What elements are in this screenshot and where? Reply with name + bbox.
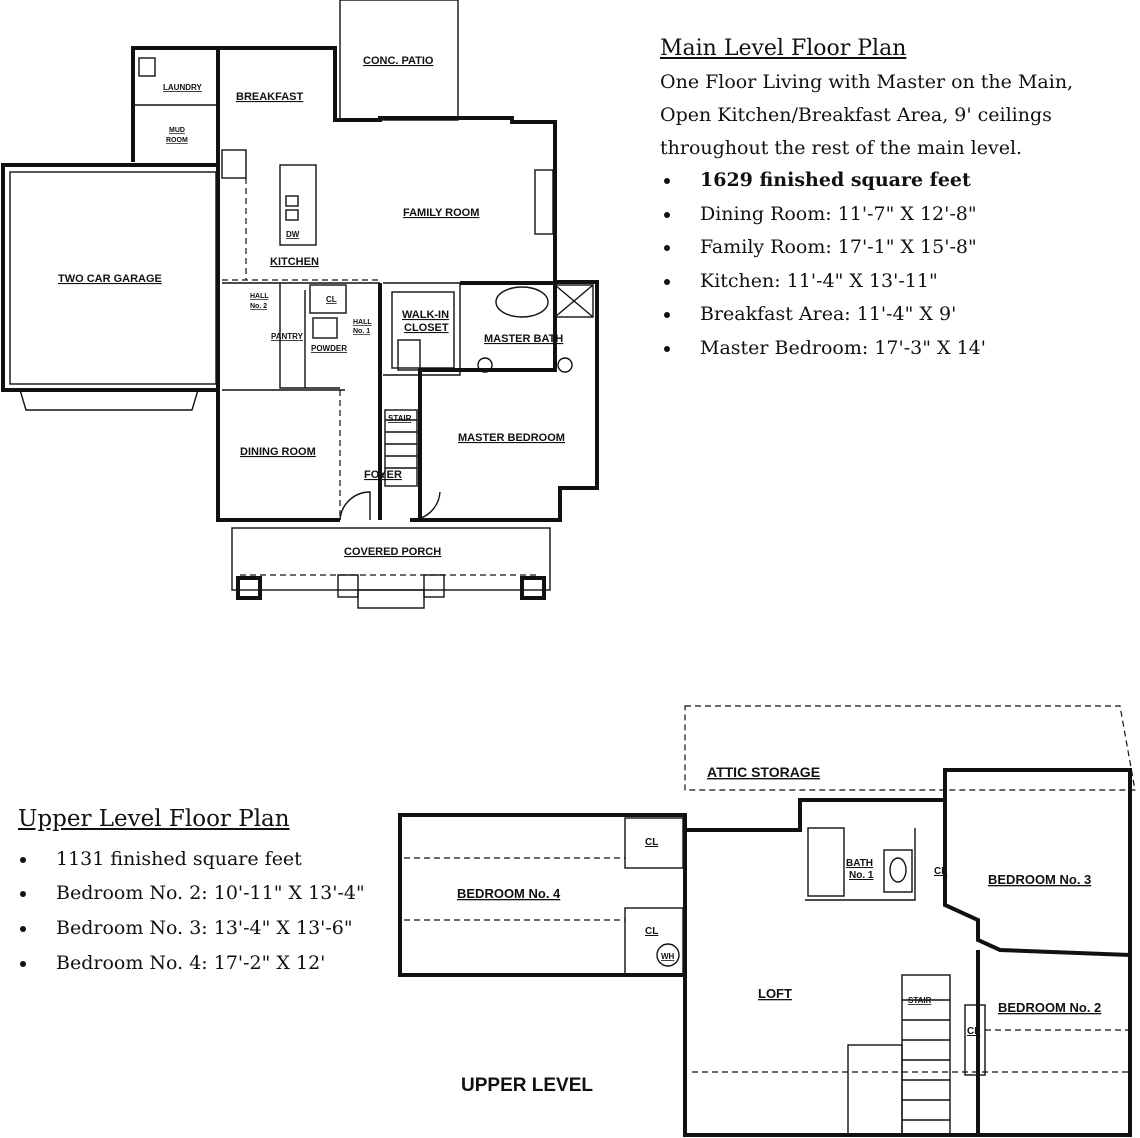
kitchen-label: KITCHEN	[270, 256, 319, 268]
main-spec-kitchen: Kitchen: 11'-4" X 13'-11"	[664, 270, 938, 292]
closet-upper-3-label: CL	[934, 866, 947, 877]
covered-porch-label: COVERED PORCH	[344, 546, 441, 558]
walk-in-label: WALK-IN	[402, 309, 449, 321]
laundry-label: LAUNDRY	[163, 83, 202, 92]
upper-level-plan	[398, 705, 1136, 1137]
upper-spec-sqft: 1131 finished square feet	[20, 848, 302, 870]
powder-label: POWDER	[311, 344, 347, 353]
foyer-label: FOYER	[364, 469, 402, 481]
bath-1-number: No. 1	[849, 870, 874, 881]
upper-shell	[683, 768, 1132, 1137]
closet-label-main: CL	[326, 295, 337, 304]
upper-level-title: Upper Level Floor Plan	[18, 806, 290, 832]
upper-spec-bedroom3: Bedroom No. 3: 13'-4" X 13'-6"	[20, 917, 353, 939]
conc-patio-label: CONC. PATIO	[363, 55, 434, 67]
bedroom-3-label: BEDROOM No. 3	[988, 872, 1091, 887]
main-desc-line-1: One Floor Living with Master on the Main…	[660, 71, 1074, 93]
main-shell-top	[218, 46, 557, 282]
dining-room-label: DINING ROOM	[240, 446, 316, 458]
loft-label: LOFT	[758, 986, 792, 1001]
main-shell-right	[410, 280, 599, 522]
garage-label: TWO CAR GARAGE	[58, 273, 162, 285]
mud-label: MUD	[169, 127, 185, 134]
stair-label-main: STAIR	[388, 414, 412, 423]
breakfast-label: BREAKFAST	[236, 91, 304, 103]
bullet-icon	[664, 178, 670, 184]
hall-1-label: HALL	[353, 319, 372, 326]
stair-label-upper: STAIR	[908, 996, 932, 1005]
dishwasher-label: DW	[286, 230, 300, 239]
master-bath-label: MASTER BATH	[484, 333, 563, 345]
main-desc-line-3: throughout the rest of the main level.	[660, 137, 1023, 159]
water-heater-label: WH	[661, 952, 675, 961]
main-level-title: Main Level Floor Plan	[660, 36, 907, 61]
pantry-label: PANTRY	[271, 332, 304, 341]
family-room-label: FAMILY ROOM	[403, 207, 479, 219]
main-level-plan	[1, 0, 599, 609]
attic-outline	[684, 705, 1136, 791]
bullet-icon	[664, 312, 670, 318]
closet-upper-1-label: CL	[645, 837, 658, 848]
attic-storage-label: ATTIC STORAGE	[707, 764, 820, 780]
main-spec-breakfast: Breakfast Area: 11'-4" X 9'	[664, 303, 956, 325]
hall-1-number: No. 1	[353, 328, 370, 335]
upper-spec-bedroom4: Bedroom No. 4: 17'-2" X 12'	[20, 952, 325, 974]
closet-label: CLOSET	[404, 322, 449, 334]
bullet-icon	[664, 279, 670, 285]
bedroom4-walls	[398, 813, 687, 977]
bedroom-2-label: BEDROOM No. 2	[998, 1000, 1101, 1015]
closet-upper-4-label: CL	[967, 1026, 980, 1037]
main-spec-dining: Dining Room: 11'-7" X 12'-8"	[664, 203, 977, 225]
hall-2-label: HALL	[250, 293, 269, 300]
bedroom-4-label: BEDROOM No. 4	[457, 886, 561, 901]
main-level-description: One Floor Living with Master on the Main…	[660, 66, 1073, 165]
bullet-icon	[664, 346, 670, 352]
main-spec-master: Master Bedroom: 17'-3" X 14'	[664, 337, 986, 359]
bath-1-label: BATH	[846, 858, 873, 869]
bullet-icon	[20, 891, 26, 897]
bullet-icon	[664, 212, 670, 218]
main-shell-left	[216, 48, 340, 522]
master-bedroom-label: MASTER BEDROOM	[458, 432, 565, 444]
bullet-icon	[664, 245, 670, 251]
bullet-icon	[20, 857, 26, 863]
bullet-icon	[20, 961, 26, 967]
bullet-icon	[20, 926, 26, 932]
closet-upper-2-label: CL	[645, 926, 658, 937]
hall-2-number: No. 2	[250, 303, 267, 310]
covered-porch-outline	[231, 527, 551, 591]
upper-level-heading: UPPER LEVEL	[461, 1075, 593, 1096]
kitchen-island	[279, 164, 317, 246]
mud-room-label: ROOM	[166, 137, 188, 144]
main-spec-sqft: 1629 finished square feet	[664, 169, 971, 191]
main-desc-line-2: Open Kitchen/Breakfast Area, 9' ceilings	[660, 104, 1052, 126]
upper-spec-bedroom2: Bedroom No. 2: 10'-11" X 13'-4"	[20, 882, 365, 904]
main-spec-family: Family Room: 17'-1" X 15'-8"	[664, 236, 977, 258]
